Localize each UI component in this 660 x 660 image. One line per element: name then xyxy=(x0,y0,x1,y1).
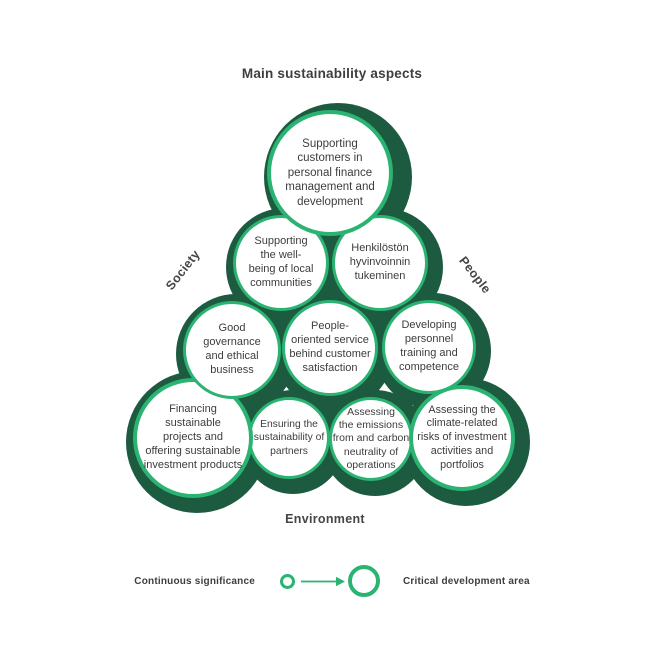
page-title: Main sustainability aspects xyxy=(241,66,423,81)
bubble-supporting-customers: Supporting customers in personal finance… xyxy=(267,110,393,236)
bubble-text: Supporting customers in personal finance… xyxy=(285,137,375,208)
bubble-text: Developing personnel training and compet… xyxy=(399,319,459,373)
small-circle-icon xyxy=(280,574,295,589)
legend-continuous-label: Continuous significance xyxy=(134,576,255,587)
bubble-people-oriented-service: People- oriented service behind customer… xyxy=(282,300,378,396)
bubble-text: Assessing the emissions from and carbon … xyxy=(332,405,410,471)
bubble-climate-risks-investment: Assessing the climate-related risks of i… xyxy=(409,385,515,491)
bubble-text: Ensuring the sustainability of partners xyxy=(253,419,325,457)
bubble-personnel-training: Developing personnel training and compet… xyxy=(382,300,476,394)
bubble-text: Assessing the climate-related risks of i… xyxy=(417,403,507,471)
bubble-partner-sustainability: Ensuring the sustainability of partners xyxy=(248,397,330,479)
bubble-text: Henkilöstön hyvinvoinnin tukeminen xyxy=(349,242,411,282)
bubble-emissions-carbon-neutrality: Assessing the emissions from and carbon … xyxy=(329,397,413,481)
society-label: Society xyxy=(163,247,203,293)
arrow-right-icon xyxy=(301,576,345,587)
bubble-text: Supporting the well- being of local comm… xyxy=(248,235,314,289)
bubble-text: Good governance and ethical business xyxy=(203,322,261,376)
environment-label: Environment xyxy=(285,512,365,526)
bubble-text: People- oriented service behind customer… xyxy=(289,320,371,374)
large-circle-icon xyxy=(348,565,380,597)
legend-critical-label: Critical development area xyxy=(403,576,530,587)
bubble-text: Financing sustainable projects and offer… xyxy=(143,403,243,471)
bubble-good-governance: Good governance and ethical business xyxy=(183,301,281,399)
